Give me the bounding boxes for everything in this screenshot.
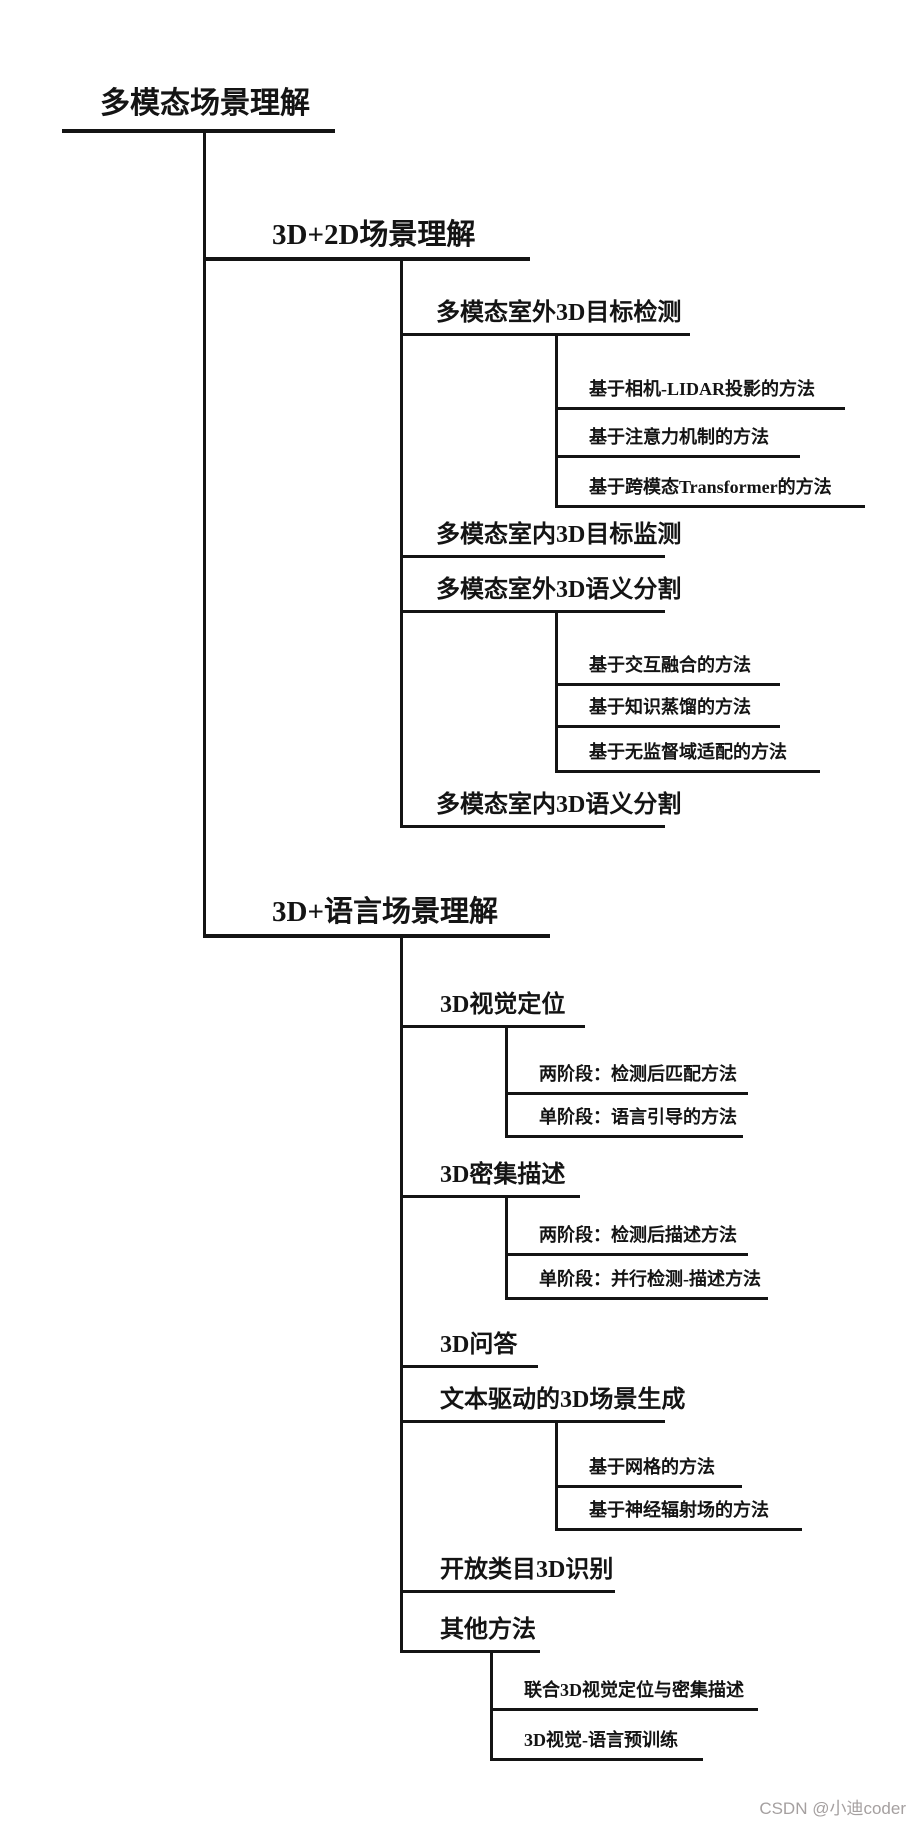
tree-branch: 3D视觉定位 两阶段：检测后匹配方法 单阶段：语言引导的方法 3D密集描述 <box>400 938 912 1761</box>
tree-node: 两阶段：检测后匹配方法 <box>505 1028 912 1095</box>
tree-node: 基于知识蒸馏的方法 <box>555 686 912 728</box>
tree-node-label: 其他方法 <box>400 1615 540 1653</box>
tree-node-label: 基于相机-LIDAR投影的方法 <box>555 377 845 410</box>
tree-node-label: 基于交互融合的方法 <box>555 653 780 686</box>
tree-branch: 基于相机-LIDAR投影的方法 基于注意力机制的方法 基于跨模态Transfor… <box>555 336 912 508</box>
tree-node-label: 多模态场景理解 <box>62 85 335 133</box>
tree-node: 基于相机-LIDAR投影的方法 <box>555 336 912 410</box>
tree-branch: 两阶段：检测后匹配方法 单阶段：语言引导的方法 <box>505 1028 912 1138</box>
tree-node: 开放类目3D识别 <box>400 1531 912 1593</box>
tree-node: 多模态室外3D目标检测 基于相机-LIDAR投影的方法 基于注意力机制的方法 基… <box>400 261 912 508</box>
tree-node: 多模态室外3D语义分割 基于交互融合的方法 基于知识蒸馏的方法 基于无监督域适配… <box>400 558 912 773</box>
tree-node: 3D+2D场景理解 多模态室外3D目标检测 基于相机-LIDAR投影的方法 基于… <box>203 133 912 828</box>
tree-node-label: 单阶段：并行检测-描述方法 <box>505 1267 768 1300</box>
tree-node-label: 基于无监督域适配的方法 <box>555 740 820 773</box>
tree-node: 其他方法 联合3D视觉定位与密集描述 3D视觉-语言预训练 <box>400 1593 912 1761</box>
tree-node-label: 基于知识蒸馏的方法 <box>555 695 780 728</box>
tree-node: 单阶段：并行检测-描述方法 <box>505 1256 912 1300</box>
tree-node-label: 基于跨模态Transformer的方法 <box>555 475 865 508</box>
tree-node: 基于注意力机制的方法 <box>555 410 912 458</box>
tree-node: 3D问答 <box>400 1300 912 1368</box>
tree-node: 多模态室内3D语义分割 <box>400 773 912 828</box>
tree-node-label: 两阶段：检测后匹配方法 <box>505 1062 748 1095</box>
csdn-watermark: CSDN @小迪coder <box>759 1799 906 1818</box>
tree-node: 基于交互融合的方法 <box>555 613 912 686</box>
tree-node: 两阶段：检测后描述方法 <box>505 1198 912 1256</box>
tree-node-label: 3D视觉-语言预训练 <box>490 1728 703 1761</box>
tree-node: 多模态室内3D目标监测 <box>400 508 912 558</box>
tree-node: 文本驱动的3D场景生成 基于网格的方法 基于神经辐射场的方法 <box>400 1368 912 1531</box>
tree-node-root: 多模态场景理解 3D+2D场景理解 多模态室外3D目标检测 基于相机-LIDAR… <box>62 55 912 1761</box>
tree-node-label: 3D+语言场景理解 <box>203 894 550 938</box>
tree-node-label: 单阶段：语言引导的方法 <box>505 1105 743 1138</box>
tree-branch: 联合3D视觉定位与密集描述 3D视觉-语言预训练 <box>490 1653 912 1761</box>
tree-node: 单阶段：语言引导的方法 <box>505 1095 912 1138</box>
tree-node: 3D视觉定位 两阶段：检测后匹配方法 单阶段：语言引导的方法 <box>400 938 912 1138</box>
tree-node-label: 多模态室内3D语义分割 <box>400 790 681 828</box>
tree-node-label: 多模态室内3D目标监测 <box>400 520 681 558</box>
tree-node-label: 多模态室外3D语义分割 <box>400 575 681 613</box>
tree-node: 基于神经辐射场的方法 <box>555 1488 912 1531</box>
tree-node: 基于无监督域适配的方法 <box>555 728 912 773</box>
tree-node: 3D密集描述 两阶段：检测后描述方法 单阶段：并行检测-描述方法 <box>400 1138 912 1300</box>
tree-node: 基于网格的方法 <box>555 1423 912 1488</box>
tree-node-label: 3D+2D场景理解 <box>203 217 530 261</box>
tree-branch: 基于网格的方法 基于神经辐射场的方法 <box>555 1423 912 1531</box>
tree-node-label: 基于神经辐射场的方法 <box>555 1498 802 1531</box>
tree-node-label: 开放类目3D识别 <box>400 1555 615 1593</box>
tree-branch: 两阶段：检测后描述方法 单阶段：并行检测-描述方法 <box>505 1198 912 1300</box>
tree-node-label: 多模态室外3D目标检测 <box>400 298 690 336</box>
tree-node: 基于跨模态Transformer的方法 <box>555 458 912 508</box>
tree-node-label: 基于注意力机制的方法 <box>555 425 800 458</box>
tree-node-label: 两阶段：检测后描述方法 <box>505 1223 748 1256</box>
tree-branch: 基于交互融合的方法 基于知识蒸馏的方法 基于无监督域适配的方法 <box>555 613 912 773</box>
tree-node-label: 3D问答 <box>400 1330 538 1368</box>
tree-node-label: 文本驱动的3D场景生成 <box>400 1385 685 1423</box>
tree-node-label: 基于网格的方法 <box>555 1455 742 1488</box>
tree-node-label: 3D视觉定位 <box>400 990 585 1028</box>
tree-branch: 3D+2D场景理解 多模态室外3D目标检测 基于相机-LIDAR投影的方法 基于… <box>203 133 912 1761</box>
tree-node: 3D+语言场景理解 3D视觉定位 两阶段：检测后匹配方法 单阶段：语言引导的方法 <box>203 828 912 1761</box>
tree-node: 3D视觉-语言预训练 <box>490 1711 912 1761</box>
tree-node-label: 3D密集描述 <box>400 1160 580 1198</box>
tree-branch: 多模态室外3D目标检测 基于相机-LIDAR投影的方法 基于注意力机制的方法 基… <box>400 261 912 828</box>
tree-node: 联合3D视觉定位与密集描述 <box>490 1653 912 1711</box>
tree-node-label: 联合3D视觉定位与密集描述 <box>490 1678 758 1711</box>
